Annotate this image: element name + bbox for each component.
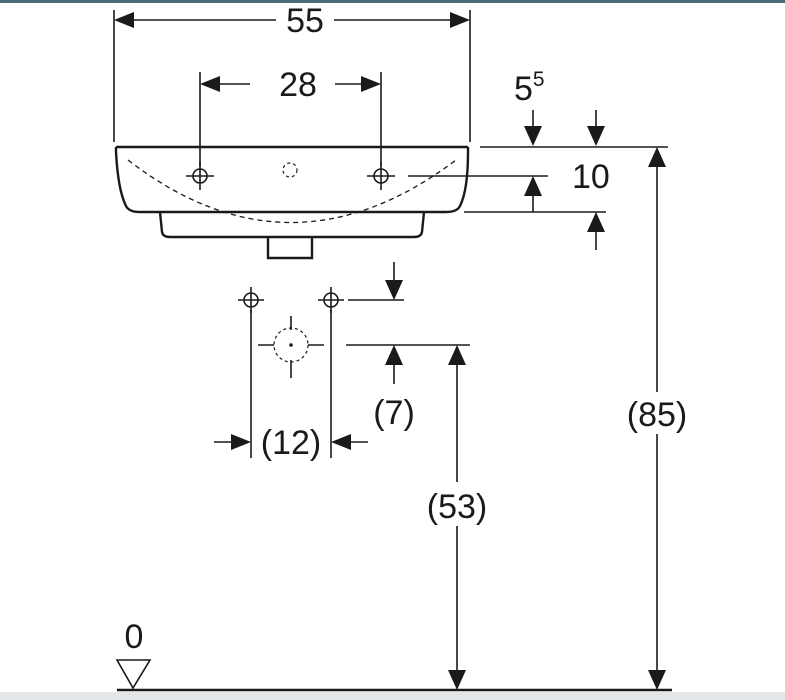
waste-outlet-icon xyxy=(258,316,324,378)
supply-left-icon xyxy=(238,287,264,313)
dimension-bowl-depth: 10 xyxy=(408,158,610,250)
dimension-label-rim-offset: 55 xyxy=(514,68,545,108)
dimension-label-waste-height: (53) xyxy=(427,488,487,526)
overflow-hole-icon xyxy=(282,162,298,178)
level-triangle-icon xyxy=(115,659,152,690)
dimension-label-waste-offset: (7) xyxy=(373,394,415,432)
top-border xyxy=(0,0,785,3)
dimension-supply-spacing: (12) xyxy=(214,310,368,462)
dimension-waste-height: (53) xyxy=(427,345,487,690)
dimension-waste-offset: (7) xyxy=(373,262,415,432)
dimension-rim-height: (85) xyxy=(627,147,687,690)
floor-level-marker: 0 xyxy=(115,618,672,692)
dimension-label-supply-spacing: (12) xyxy=(261,424,321,462)
dimension-label-rim-height: (85) xyxy=(627,396,687,434)
bottom-border xyxy=(0,692,785,700)
dimension-overall-width: 55 xyxy=(113,2,471,142)
tap-hole-right-icon xyxy=(367,162,395,190)
tap-hole-left-icon xyxy=(186,162,214,190)
floor-level-label: 0 xyxy=(125,618,144,656)
dimension-label-tap-spacing: 28 xyxy=(279,66,317,104)
dimension-tap-spacing: 28 xyxy=(199,66,382,166)
washbasin-outline xyxy=(114,145,470,260)
dimension-rim-offset: 55 xyxy=(480,68,668,148)
dimension-label-bowl-depth: 10 xyxy=(572,158,610,196)
dimension-label-overall-width: 55 xyxy=(286,2,324,40)
supply-right-icon xyxy=(318,287,344,313)
